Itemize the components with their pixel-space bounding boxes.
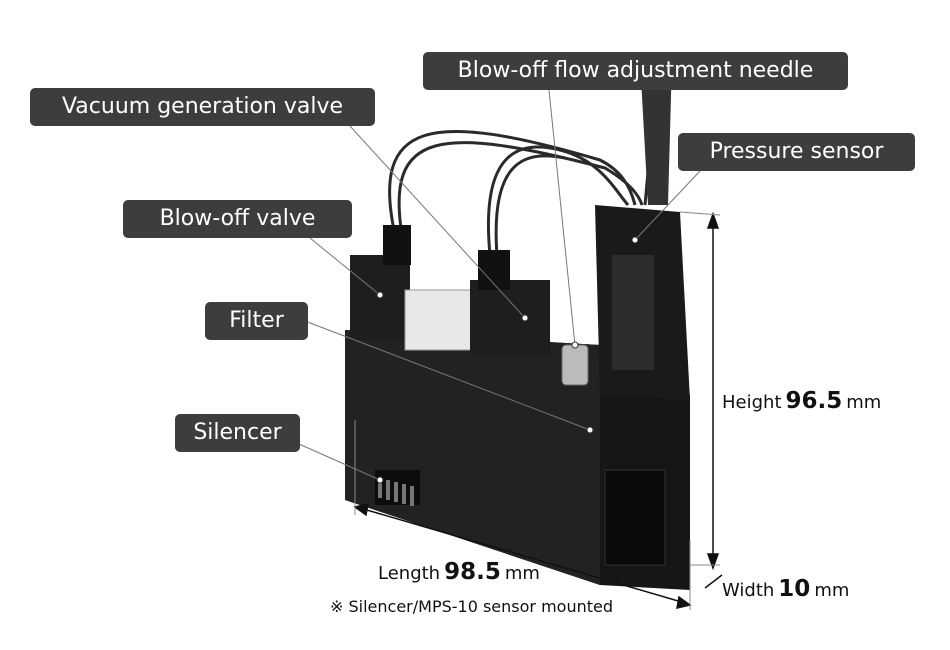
length-unit: mm xyxy=(504,563,540,584)
leader-lines xyxy=(289,89,701,481)
length-label: Length xyxy=(378,563,441,584)
length-value: 98.5 xyxy=(444,559,501,585)
callout-blowoff-valve: Blow-off valve xyxy=(123,200,352,238)
callout-pressure-sensor: Pressure sensor xyxy=(678,133,915,171)
sensor-cable xyxy=(640,60,672,205)
dimension-lines xyxy=(353,211,723,610)
height-value: 96.5 xyxy=(785,388,843,414)
callout-filter: Filter xyxy=(205,302,308,340)
vacuum-generation-valve xyxy=(470,280,550,355)
callout-silencer: Silencer xyxy=(175,414,300,452)
height-label: Height xyxy=(722,392,782,413)
callout-vacuum-generation-valve: Vacuum generation valve xyxy=(30,88,375,126)
width-value: 10 xyxy=(778,576,811,602)
white-fittings xyxy=(404,289,476,351)
width-unit: mm xyxy=(814,580,850,601)
footnote: ※ Silencer/MPS-10 sensor mounted xyxy=(330,597,613,616)
adjustment-needle xyxy=(561,344,589,386)
height-unit: mm xyxy=(846,392,882,413)
width-label: Width xyxy=(722,580,775,601)
callout-blowoff-flow-adjustment-needle: Blow-off flow adjustment needle xyxy=(423,52,848,90)
